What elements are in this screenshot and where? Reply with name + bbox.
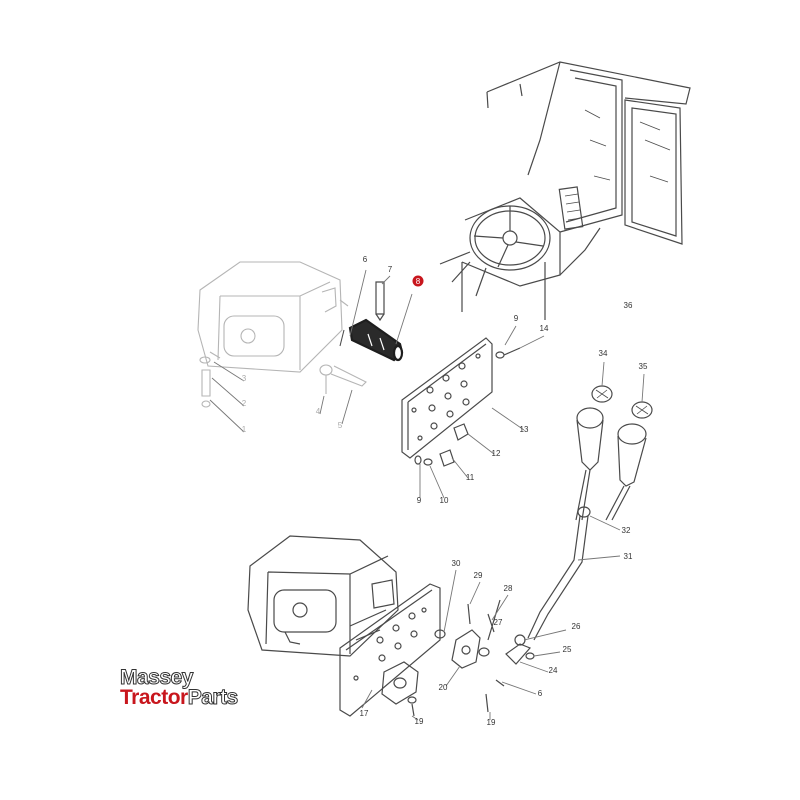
part-number-label: 7 xyxy=(388,265,393,274)
lower-valve-assembly xyxy=(247,535,399,657)
part-number-label: 35 xyxy=(639,362,648,371)
logo-line-2: TractorParts xyxy=(120,686,239,709)
part-number-label: 32 xyxy=(622,526,631,535)
part-number-label: 9 xyxy=(417,496,422,505)
logo-word-tractor: Tractor xyxy=(120,686,188,709)
lower-plate-and-linkage xyxy=(339,569,567,721)
part-number-label: 11 xyxy=(466,473,475,482)
part-number-label: 2 xyxy=(242,399,247,408)
part-number-label: 30 xyxy=(452,559,461,568)
logo-word-parts: Parts xyxy=(187,686,239,709)
part-number-label: 3 xyxy=(242,374,247,383)
part-number-label: 25 xyxy=(563,645,572,654)
part-number-label: 19 xyxy=(415,717,424,726)
middle-valve-plate xyxy=(401,325,545,499)
part-number-label: 28 xyxy=(504,584,513,593)
part-number-label: 29 xyxy=(474,571,483,580)
part-number-label: 4 xyxy=(316,407,321,416)
part-number-label: 6 xyxy=(538,689,543,698)
control-lever-knobs xyxy=(575,361,653,521)
parts-6-7-8 xyxy=(339,269,413,362)
upper-valve-assembly-faded xyxy=(197,261,367,433)
brand-logo: Massey TractorParts xyxy=(120,666,239,709)
part-number-label: 36 xyxy=(624,301,633,310)
linkage-rod xyxy=(527,506,621,641)
part-number-label: 19 xyxy=(487,718,496,727)
tractor-cab-illustration xyxy=(439,61,691,320)
part-number-label: 10 xyxy=(440,496,449,505)
highlight-marker xyxy=(412,275,424,287)
part-number-label: 17 xyxy=(360,709,369,718)
part-number-label: 6 xyxy=(363,255,368,264)
part-number-label: 26 xyxy=(572,622,581,631)
logo-line-1: Massey xyxy=(120,666,194,689)
part-number-label: 24 xyxy=(549,666,558,675)
part-number-label: 8 xyxy=(416,277,421,286)
part-number-label: 12 xyxy=(492,449,501,458)
part-number-label: 1 xyxy=(242,425,247,434)
part-number-label: 34 xyxy=(599,349,608,358)
part-number-label: 5 xyxy=(338,421,343,430)
part-number-label: 14 xyxy=(540,324,549,333)
part-number-label: 13 xyxy=(520,425,529,434)
part-number-label: 31 xyxy=(624,552,633,561)
part-number-label: 27 xyxy=(494,618,503,627)
part-number-label: 20 xyxy=(439,683,448,692)
part-number-label: 9 xyxy=(514,314,519,323)
